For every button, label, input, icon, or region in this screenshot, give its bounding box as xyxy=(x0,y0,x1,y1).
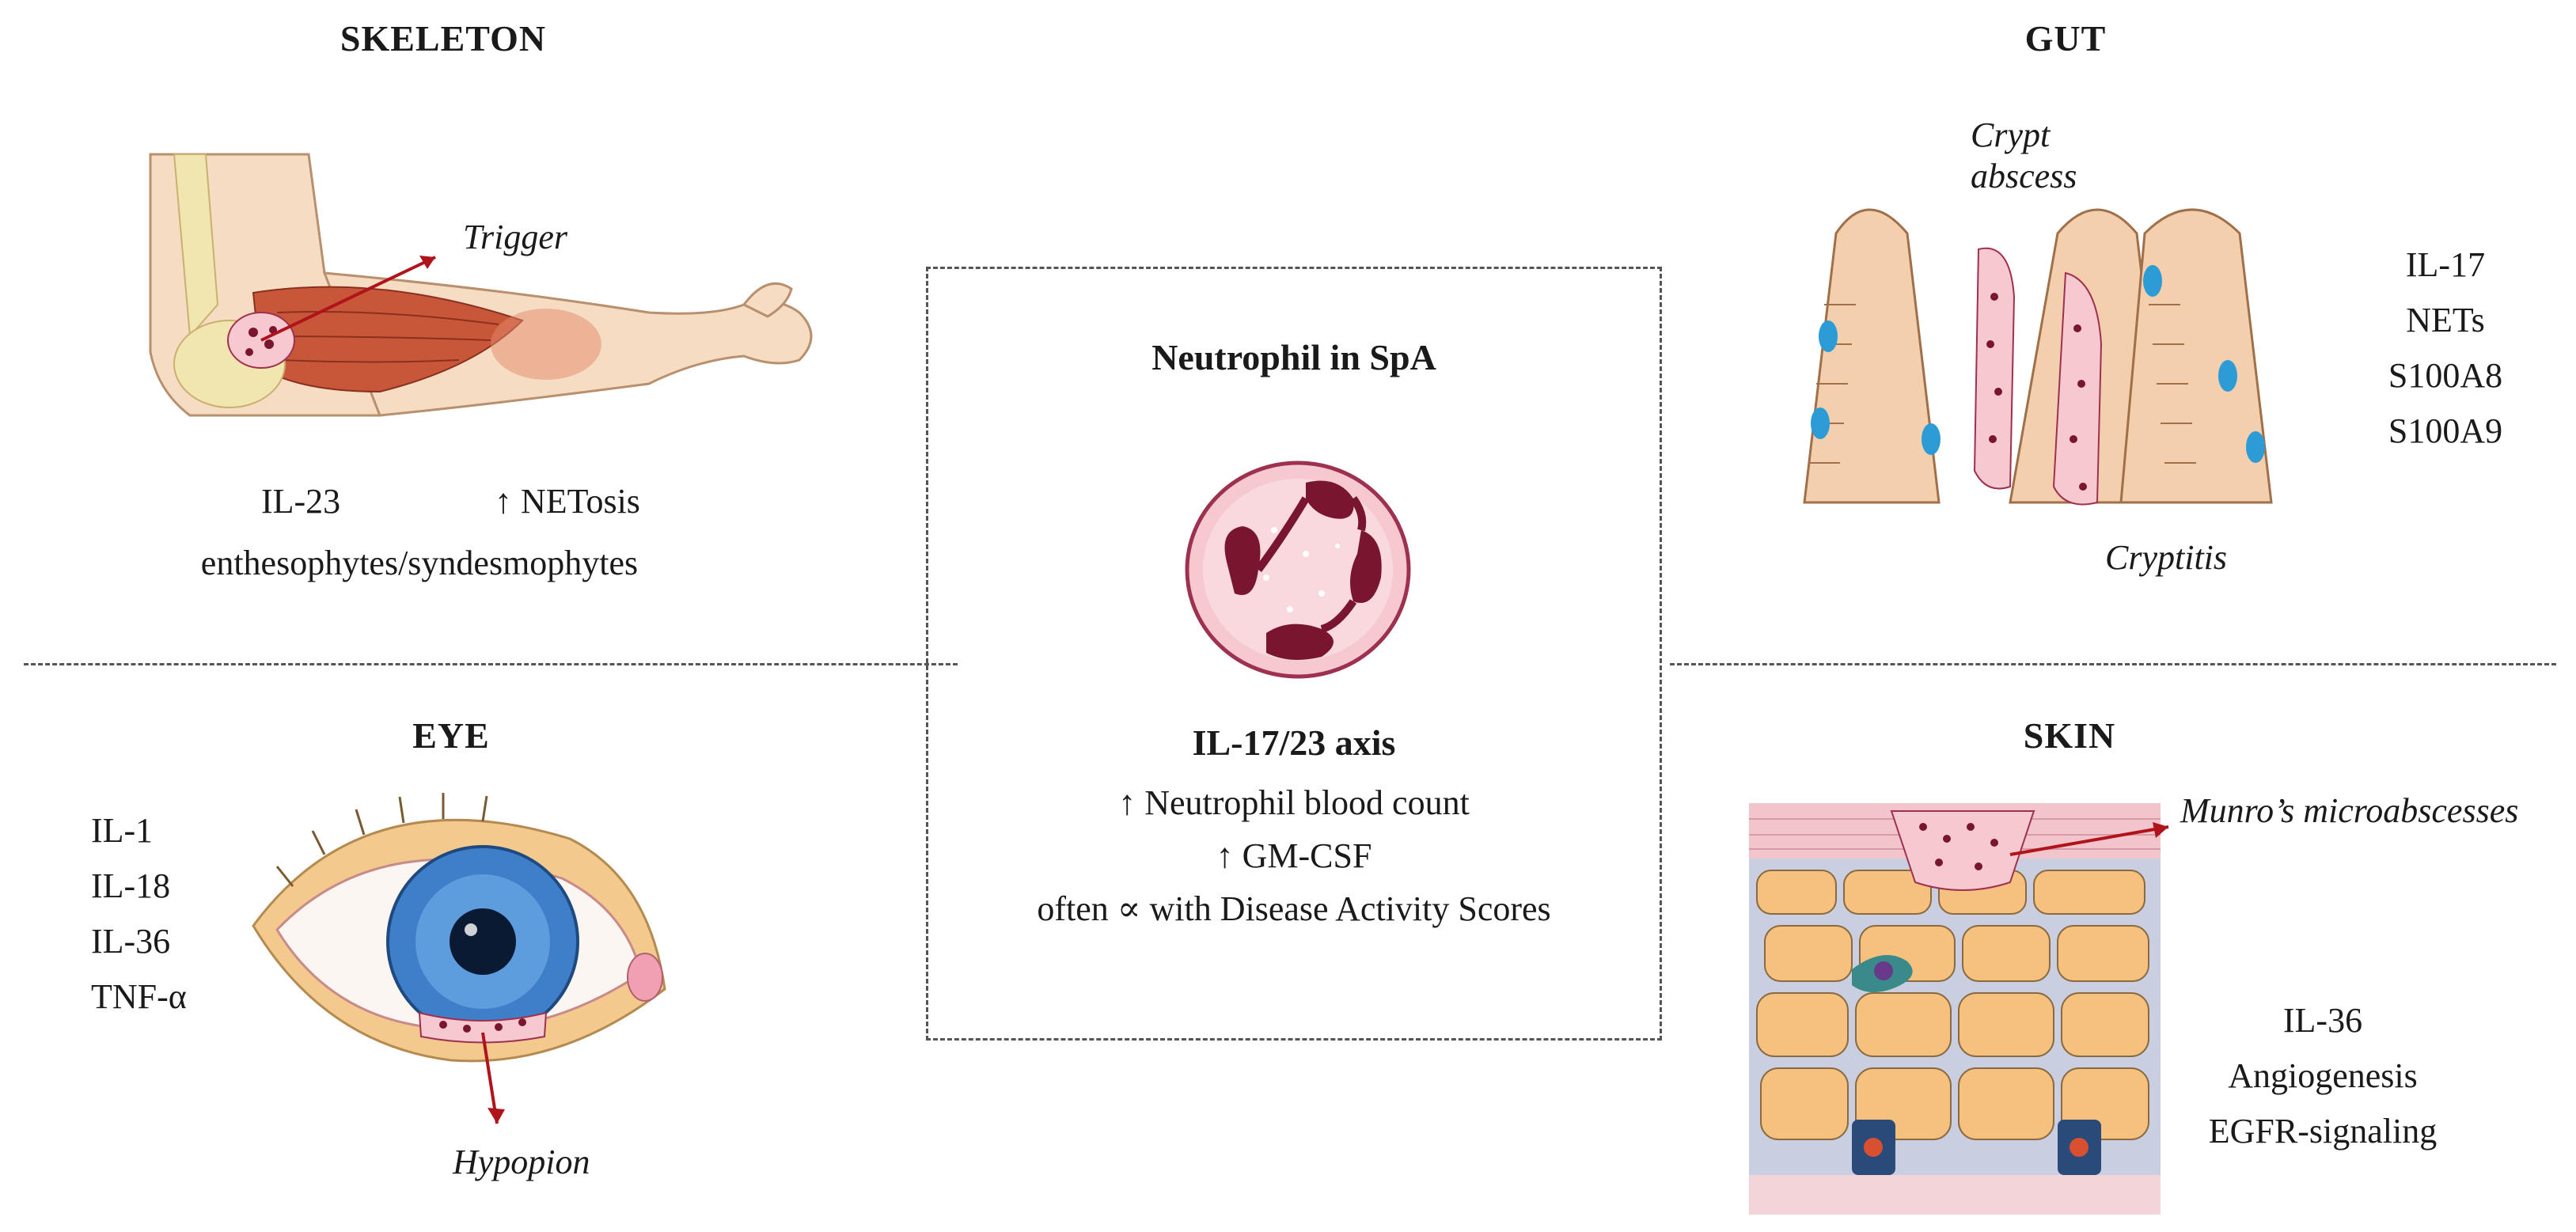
eye-callout: Hypopion xyxy=(453,1143,590,1181)
gut-mediator: IL-17 xyxy=(2405,245,2486,284)
gut-title: GUT xyxy=(2024,18,2107,59)
gut-callout-top: Crypt abscess xyxy=(1971,115,2077,197)
skin-mediators: IL-36 Angiogenesis EGFR-signaling xyxy=(2192,993,2453,1159)
skeleton-callout: Trigger xyxy=(463,218,568,256)
skeleton-netosis: ↑ NETosis xyxy=(495,482,640,521)
center-line: ↑ GM-CSF xyxy=(1216,836,1372,875)
elbow-illustration-icon xyxy=(149,153,813,417)
gut-mediator: NETs xyxy=(2406,301,2485,339)
skeleton-title: SKELETON xyxy=(340,18,547,59)
skin-mediator: Angiogenesis xyxy=(2228,1056,2418,1095)
gut-callout-top-line: Crypt xyxy=(1971,116,2051,154)
neutrophil-illustration-icon xyxy=(1185,461,1411,679)
center-axis: IL-17/23 axis xyxy=(1192,722,1396,763)
gut-callout-top-line: abscess xyxy=(1971,157,2077,195)
gut-mediator: S100A9 xyxy=(2388,411,2503,450)
eye-mediator: TNF-α xyxy=(91,977,187,1016)
eye-mediator: IL-1 xyxy=(91,811,154,850)
gut-mediator: S100A8 xyxy=(2388,356,2503,395)
divider-left xyxy=(24,663,958,665)
eye-mediator: IL-18 xyxy=(91,866,171,905)
skin-callout: Munro’s microabscesses xyxy=(2180,791,2519,830)
divider-right xyxy=(1670,663,2556,665)
gut-callout-bottom: Cryptitis xyxy=(2105,538,2228,577)
center-line: often ∝ with Disease Activity Scores xyxy=(1037,889,1551,928)
center-box xyxy=(926,267,1662,1041)
center-line: ↑ Neutrophil blood count xyxy=(1118,783,1470,822)
skeleton-bottom: enthesophytes/syndesmophytes xyxy=(200,544,639,582)
eye-mediators: IL-1 IL-18 IL-36 TNF-α xyxy=(91,803,187,1025)
skin-layers-illustration-icon xyxy=(1749,803,2169,1215)
center-title: Neutrophil in SpA xyxy=(1151,337,1436,377)
eye-mediator: IL-36 xyxy=(91,922,171,961)
eye-illustration-icon xyxy=(252,793,666,1124)
skeleton-il23: IL-23 xyxy=(261,482,341,521)
eye-title: EYE xyxy=(412,715,490,756)
skin-mediator: IL-36 xyxy=(2282,1001,2363,1040)
gut-crypt-illustration-icon xyxy=(1803,208,2273,506)
skin-title: SKIN xyxy=(2023,715,2116,756)
gut-mediators: IL-17 NETs S100A8 S100A9 xyxy=(2386,237,2505,459)
skin-mediator: EGFR-signaling xyxy=(2208,1112,2438,1150)
